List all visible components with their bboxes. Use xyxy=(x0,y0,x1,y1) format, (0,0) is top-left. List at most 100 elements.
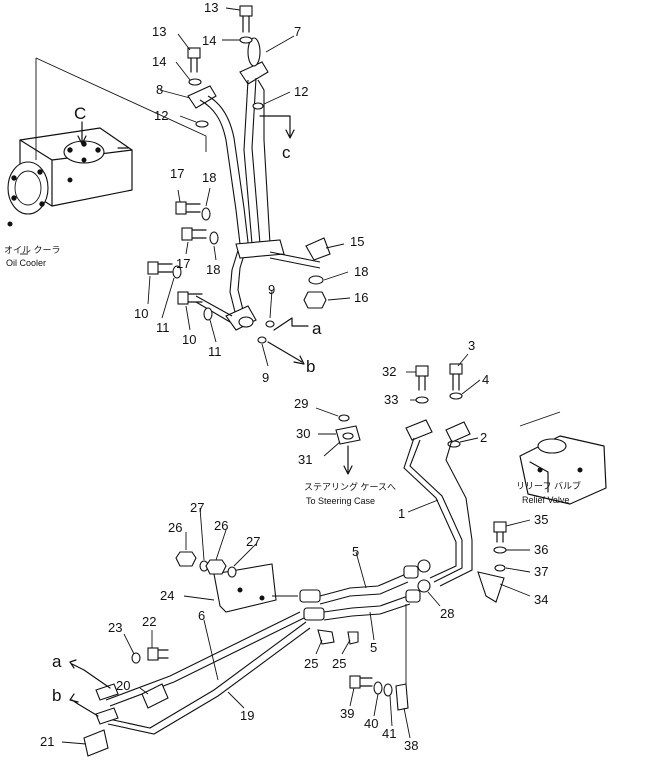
callout-9: 9 xyxy=(262,370,269,385)
arrow-to-b-upper xyxy=(267,341,305,365)
callout-24: 24 xyxy=(160,588,174,603)
washer-23 xyxy=(131,652,141,664)
callout-19: 19 xyxy=(240,708,254,723)
o-ring-12-left xyxy=(195,120,209,128)
washer-18-right xyxy=(308,275,324,285)
callout-3: 3 xyxy=(468,338,475,353)
relief-valve xyxy=(519,411,607,505)
washer-14-top xyxy=(239,36,253,44)
callout-15: 15 xyxy=(350,234,364,249)
clamp-21 xyxy=(83,729,109,757)
washer-4 xyxy=(449,392,463,400)
steering-case-jp-caption: ステアリング ケースへ xyxy=(304,481,396,492)
washer-11-lower xyxy=(203,307,213,321)
callout-2: 2 xyxy=(480,430,487,445)
callout-20: 20 xyxy=(116,678,130,693)
bolt-3 xyxy=(449,363,463,391)
callout-26: 26 xyxy=(168,520,182,535)
washer-40 xyxy=(373,681,383,695)
clamp-25-right xyxy=(347,631,359,645)
bolt-10-upper xyxy=(147,261,173,275)
bolt-17-upper xyxy=(175,201,201,215)
washer-37 xyxy=(494,564,506,572)
oil-cooler-en-caption: Oil Cooler xyxy=(6,258,46,268)
callout-11: 11 xyxy=(156,320,170,335)
callout-32: 32 xyxy=(382,364,396,379)
callout-10: 10 xyxy=(182,332,196,347)
clamp-38 xyxy=(395,604,409,711)
bolt-13-top xyxy=(239,5,253,33)
callout-14: 14 xyxy=(152,54,166,69)
washer-27-right xyxy=(227,566,237,578)
callout-12: 12 xyxy=(294,84,308,99)
connection-label-c-lower: c xyxy=(282,143,291,162)
clamp-20 xyxy=(141,683,169,709)
callout-13: 13 xyxy=(204,0,218,15)
callout-16: 16 xyxy=(354,290,368,305)
callout-34: 34 xyxy=(534,592,548,607)
lower-leader-lines xyxy=(61,353,531,745)
bolt-22 xyxy=(147,647,169,661)
washer-18-mid xyxy=(209,231,219,245)
bolt-39 xyxy=(349,675,373,689)
callout-28: 28 xyxy=(440,606,454,621)
bracket-34 xyxy=(477,571,505,603)
callout-6: 6 xyxy=(198,608,205,623)
bolt-17-lower xyxy=(181,227,207,241)
pipes-6-19 xyxy=(103,611,311,735)
callout-22: 22 xyxy=(142,614,156,629)
callout-1: 1 xyxy=(398,506,405,521)
callout-27: 27 xyxy=(190,500,204,515)
arrow-to-c xyxy=(259,115,295,139)
clamp-25-left xyxy=(317,629,335,645)
callout-25: 25 xyxy=(304,656,318,671)
callout-18: 18 xyxy=(202,170,216,185)
callout-7: 7 xyxy=(294,24,301,39)
callout-17: 17 xyxy=(176,256,190,271)
callout-27: 27 xyxy=(246,534,260,549)
callout-37: 37 xyxy=(534,564,548,579)
washer-33 xyxy=(415,396,429,404)
callout-8: 8 xyxy=(156,82,163,97)
nut-26-right xyxy=(205,559,227,575)
flange-plates-relief xyxy=(405,419,471,443)
oil-cooler-leader-lines xyxy=(20,57,207,255)
callout-40: 40 xyxy=(364,716,378,731)
oil-cooler xyxy=(7,127,133,227)
pipe-1-to-relief xyxy=(403,437,473,587)
o-ring-12-right xyxy=(252,102,264,110)
callout-26: 26 xyxy=(214,518,228,533)
callout-4: 4 xyxy=(482,372,489,387)
callout-11: 11 xyxy=(208,344,222,359)
callout-17: 17 xyxy=(170,166,184,181)
callout-numbers: 13 14 7 13 14 8 12 12 17 18 17 18 15 18 … xyxy=(40,0,548,753)
callout-23: 23 xyxy=(108,620,122,635)
callout-13: 13 xyxy=(152,24,166,39)
callout-30: 30 xyxy=(296,426,310,441)
hose-fittings xyxy=(299,559,431,621)
callout-33: 33 xyxy=(384,392,398,407)
hoses-5 xyxy=(319,573,411,621)
relief-valve-jp-caption: リリーフ バルブ xyxy=(516,480,581,491)
washer-18-upper xyxy=(201,207,211,221)
connection-label-c-upper: C xyxy=(74,104,86,123)
callout-18: 18 xyxy=(354,264,368,279)
arrow-to-steering-case xyxy=(343,445,353,475)
bracket-24 xyxy=(213,563,298,613)
callout-41: 41 xyxy=(382,726,396,741)
leader-34 xyxy=(499,583,531,597)
callout-36: 36 xyxy=(534,542,548,557)
callout-39: 39 xyxy=(340,706,354,721)
o-ring-29 xyxy=(338,414,350,422)
connection-label-a-upper: a xyxy=(312,319,322,338)
bolt-10-lower xyxy=(177,291,203,305)
washer-36 xyxy=(493,546,507,554)
callout-35: 35 xyxy=(534,512,548,527)
callout-5: 5 xyxy=(352,544,359,559)
callout-14: 14 xyxy=(202,33,216,48)
callout-12: 12 xyxy=(154,108,168,123)
callout-31: 31 xyxy=(298,452,312,467)
callout-25: 25 xyxy=(332,656,346,671)
upper-leader-lines xyxy=(147,7,351,367)
